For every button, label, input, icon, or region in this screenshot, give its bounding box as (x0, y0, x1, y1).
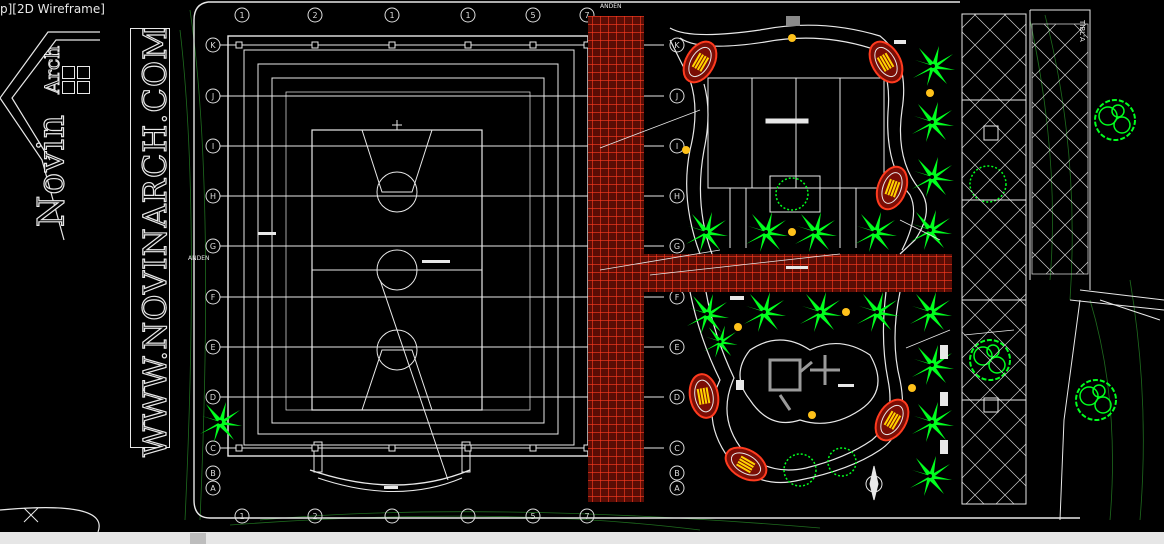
row-label-k-right: K (674, 41, 680, 50)
lamps (682, 34, 934, 419)
row-label-b-right: B (674, 469, 680, 478)
parking-area (961, 9, 1164, 521)
row-label-e: E (210, 343, 215, 352)
paving-walkway-horizontal (644, 254, 952, 292)
status-bar-tab[interactable] (190, 533, 206, 544)
col-label-7-bottom: 7 (584, 512, 589, 521)
column-bubbles (234, 7, 595, 524)
col-label-5: 5 (530, 11, 535, 20)
row-label-g: G (210, 242, 216, 251)
column-bubble-labels: 1 2 1 1 5 7 1 2 5 7 (239, 11, 589, 521)
row-label-c: C (210, 444, 216, 453)
row-label-a: A (210, 484, 216, 493)
row-bubble-labels-left: K J I H G F E D C B A (210, 41, 216, 493)
col-label-1: 1 (239, 11, 244, 20)
row-label-d-right: D (674, 393, 680, 402)
label-tibla-right: TIBL'A (1078, 19, 1086, 42)
sports-building (227, 35, 589, 492)
row-label-j-right: J (675, 92, 678, 101)
col-label-2-bottom: 2 (312, 512, 317, 521)
row-label-f: F (211, 293, 216, 302)
annotation-ticks (258, 16, 948, 489)
watermark-outline (0, 31, 100, 241)
grid-column-marks (235, 41, 591, 452)
site-boundary (193, 1, 1080, 519)
row-label-h: H (210, 192, 216, 201)
north-arrow-icon (865, 465, 883, 501)
col-label-2: 2 (312, 11, 317, 20)
paving-walkway-vertical (588, 16, 644, 502)
row-label-c-right: C (674, 444, 680, 453)
row-label-g-right: G (674, 242, 680, 251)
parking-stalls (1031, 23, 1089, 275)
row-label-i: I (212, 142, 214, 151)
watermark-frame (130, 28, 170, 448)
pavilion (707, 77, 885, 248)
col-label-7: 7 (584, 11, 589, 20)
row-label-k: K (210, 41, 216, 50)
label-anden-top: ANDEN (600, 3, 622, 10)
col-label-1-bottom: 1 (239, 512, 244, 521)
row-label-f-right: F (675, 293, 680, 302)
viewport-controls-label[interactable]: p][2D Wireframe] (0, 2, 105, 16)
annotation-leaders (599, 109, 1015, 349)
row-label-e-right: E (674, 343, 679, 352)
col-label-4: 1 (465, 11, 470, 20)
col-label-3: 1 (389, 11, 394, 20)
row-label-h-right: H (674, 192, 680, 201)
brand-logo-icon (62, 66, 92, 96)
row-label-j: J (211, 92, 214, 101)
row-label-d: D (210, 393, 216, 402)
col-label-5-bottom: 5 (530, 512, 535, 521)
row-label-a-right: A (674, 484, 680, 493)
status-bar (0, 532, 1164, 544)
row-label-i-right: I (676, 142, 678, 151)
playground (768, 355, 840, 411)
label-anden-left: ANDEN (188, 255, 210, 262)
cad-drawing-canvas[interactable]: 1 2 1 1 5 7 1 2 5 7 K J I H G F E D C B … (0, 0, 1164, 532)
row-label-b: B (210, 469, 216, 478)
watermark-website: WWW.NOVINARCH.COM (135, 25, 174, 457)
watermark-brand-sub: Arch (40, 45, 65, 94)
